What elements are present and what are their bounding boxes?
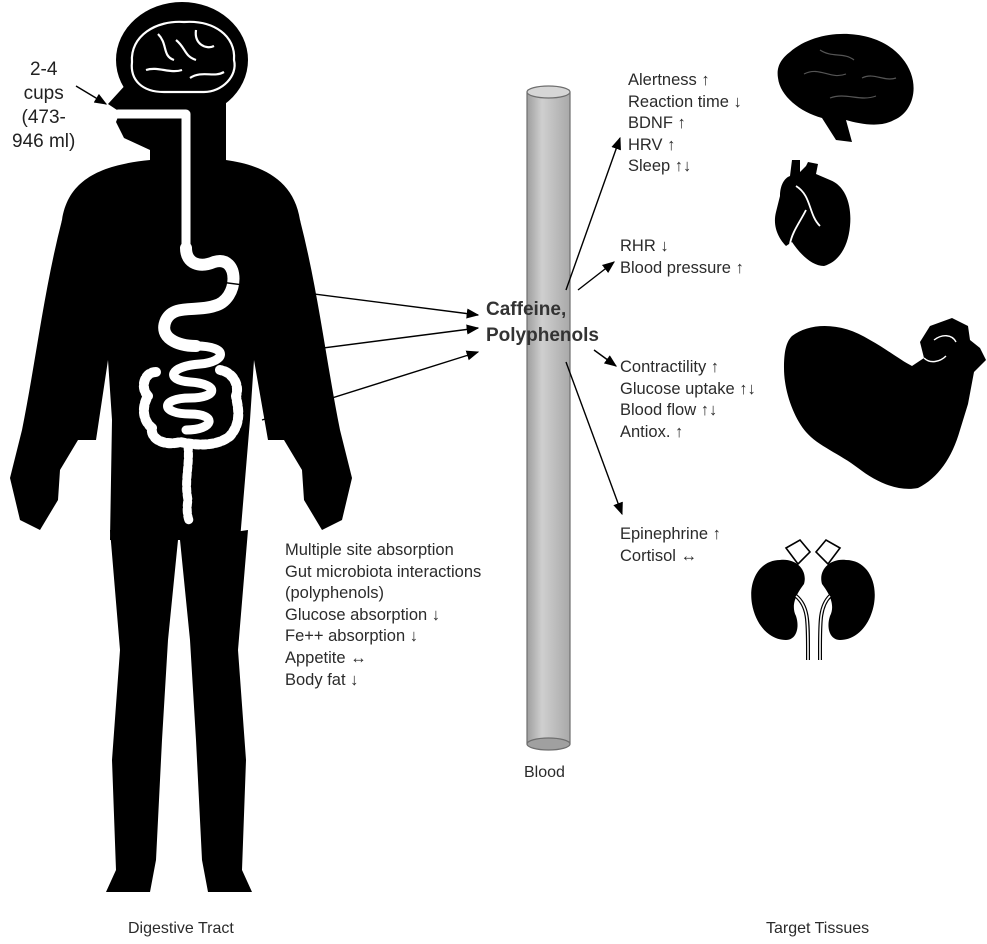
flexed-arm-icon bbox=[784, 318, 986, 489]
center-line: Polyphenols bbox=[486, 323, 599, 349]
effect-item: Antiox. ↑ bbox=[620, 422, 756, 444]
dose-arrow bbox=[76, 86, 106, 104]
effect-item: Glucose absorption ↓ bbox=[285, 605, 481, 627]
effect-item: Contractility ↑ bbox=[620, 357, 756, 379]
heart-effects-list: RHR ↓ Blood pressure ↑ bbox=[620, 236, 744, 279]
brain-icon bbox=[778, 34, 914, 142]
dose-line: (473- bbox=[12, 106, 75, 130]
kidneys-icon bbox=[751, 540, 875, 660]
effect-item: Appetite ↔ bbox=[285, 648, 481, 670]
effect-item: Sleep ↑↓ bbox=[628, 156, 742, 178]
heart-icon bbox=[775, 160, 850, 266]
effect-item: Body fat ↓ bbox=[285, 670, 481, 692]
effect-item: Gut microbiota interactions bbox=[285, 562, 481, 584]
adrenal-effects-list: Epinephrine ↑ Cortisol ↔ bbox=[620, 524, 721, 567]
effect-item: (polyphenols) bbox=[285, 583, 481, 605]
effect-item: Reaction time ↓ bbox=[628, 92, 742, 114]
effect-item: Alertness ↑ bbox=[628, 70, 742, 92]
blood-vessel-icon bbox=[527, 86, 570, 750]
dose-line: 2-4 bbox=[12, 58, 75, 82]
target-tissues-label: Target Tissues bbox=[766, 918, 869, 940]
digestive-effects-list: Multiple site absorption Gut microbiota … bbox=[285, 540, 481, 691]
effect-item: Cortisol ↔ bbox=[620, 546, 721, 568]
dose-line: 946 ml) bbox=[12, 130, 75, 154]
brain-arrow bbox=[566, 138, 620, 290]
muscle-effects-list: Contractility ↑ Glucose uptake ↑↓ Blood … bbox=[620, 357, 756, 443]
effect-item: Multiple site absorption bbox=[285, 540, 481, 562]
effect-item: RHR ↓ bbox=[620, 236, 744, 258]
effect-item: Epinephrine ↑ bbox=[620, 524, 721, 546]
kidney-arrow bbox=[566, 362, 622, 514]
muscle-arrow bbox=[594, 350, 616, 366]
heart-arrow bbox=[578, 262, 614, 290]
effect-item: BDNF ↑ bbox=[628, 113, 742, 135]
dose-line: cups bbox=[12, 82, 75, 106]
center-line: Caffeine, bbox=[486, 297, 599, 323]
digestive-tract-label: Digestive Tract bbox=[128, 918, 234, 940]
effect-item: Blood pressure ↑ bbox=[620, 258, 744, 280]
blood-label: Blood bbox=[524, 762, 565, 784]
effect-item: Fe++ absorption ↓ bbox=[285, 626, 481, 648]
dose-label: 2-4 cups (473- 946 ml) bbox=[12, 58, 75, 154]
brain-effects-list: Alertness ↑ Reaction time ↓ BDNF ↑ HRV ↑… bbox=[628, 70, 742, 178]
caffeine-polyphenols-label: Caffeine, Polyphenols bbox=[486, 297, 599, 349]
effect-item: Blood flow ↑↓ bbox=[620, 400, 756, 422]
effect-item: Glucose uptake ↑↓ bbox=[620, 379, 756, 401]
effect-item: HRV ↑ bbox=[628, 135, 742, 157]
